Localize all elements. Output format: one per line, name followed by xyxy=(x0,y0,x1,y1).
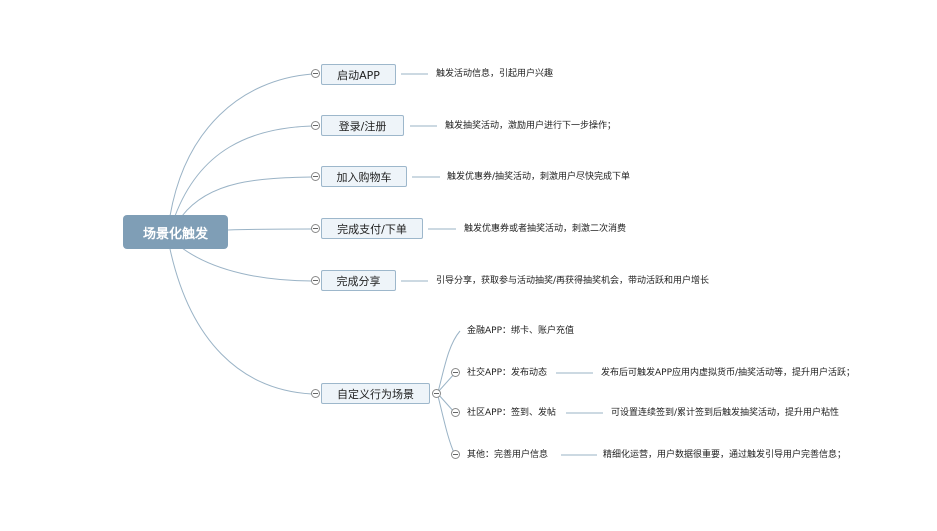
branch-note: 触发抽奖活动，激励用户进行下一步操作； xyxy=(445,121,617,131)
branch-note: 触发优惠券/抽奖活动，刺激用户尽快完成下单 xyxy=(447,172,631,182)
collapse-toggle-icon[interactable] xyxy=(451,450,460,459)
branch-node-label: 完成支付/下单 xyxy=(337,222,407,236)
custom-item[interactable]: 金融APP：绑卡、账户充值 xyxy=(467,326,575,336)
collapse-toggle-icon[interactable] xyxy=(451,408,460,417)
collapse-toggle-icon[interactable] xyxy=(311,172,320,181)
branch-note: 引导分享，获取参与活动抽奖/再获得抽奖机会，带动活跃和用户增长 xyxy=(436,276,710,286)
collapse-toggle-icon[interactable] xyxy=(432,389,441,398)
custom-item[interactable]: 其他：完善用户信息 xyxy=(467,450,549,460)
root-node[interactable]: 场景化触发 xyxy=(123,215,228,249)
branch-node-label: 启动APP xyxy=(337,68,380,82)
branch-node-custom[interactable]: 自定义行为场景 xyxy=(321,383,430,404)
custom-item[interactable]: 社区APP：签到、发帖 xyxy=(467,408,557,418)
branch-node[interactable]: 启动APP xyxy=(321,64,396,85)
collapse-toggle-icon[interactable] xyxy=(311,69,320,78)
branch-node-label: 登录/注册 xyxy=(338,119,387,133)
collapse-toggle-icon[interactable] xyxy=(451,368,460,377)
collapse-toggle-icon[interactable] xyxy=(311,121,320,130)
collapse-toggle-icon[interactable] xyxy=(311,389,320,398)
root-node-label: 场景化触发 xyxy=(142,226,208,242)
custom-item-note: 可设置连续签到/累计签到后触发抽奖活动，提升用户粘性 xyxy=(611,408,840,418)
branch-node[interactable]: 完成支付/下单 xyxy=(321,218,423,239)
branch-node-label: 加入购物车 xyxy=(336,170,392,184)
custom-item-note: 精细化运营，用户数据很重要，通过触发引导用户完善信息； xyxy=(603,450,847,460)
custom-item-note: 发布后可触发APP应用内虚拟货币/抽奖活动等，提升用户活跃； xyxy=(601,368,856,378)
branch-note: 触发活动信息，引起用户兴趣 xyxy=(436,69,554,79)
branch-node[interactable]: 完成分享 xyxy=(321,270,396,291)
custom-item[interactable]: 社交APP：发布动态 xyxy=(467,368,548,378)
branch-note: 触发优惠券或者抽奖活动，刺激二次消费 xyxy=(464,224,627,234)
branch-node[interactable]: 加入购物车 xyxy=(321,166,407,187)
branch-node[interactable]: 登录/注册 xyxy=(321,115,404,136)
branch-node-label: 自定义行为场景 xyxy=(337,387,414,401)
branch-node-label: 完成分享 xyxy=(336,274,381,288)
collapse-toggle-icon[interactable] xyxy=(311,276,320,285)
collapse-toggle-icon[interactable] xyxy=(311,224,320,233)
